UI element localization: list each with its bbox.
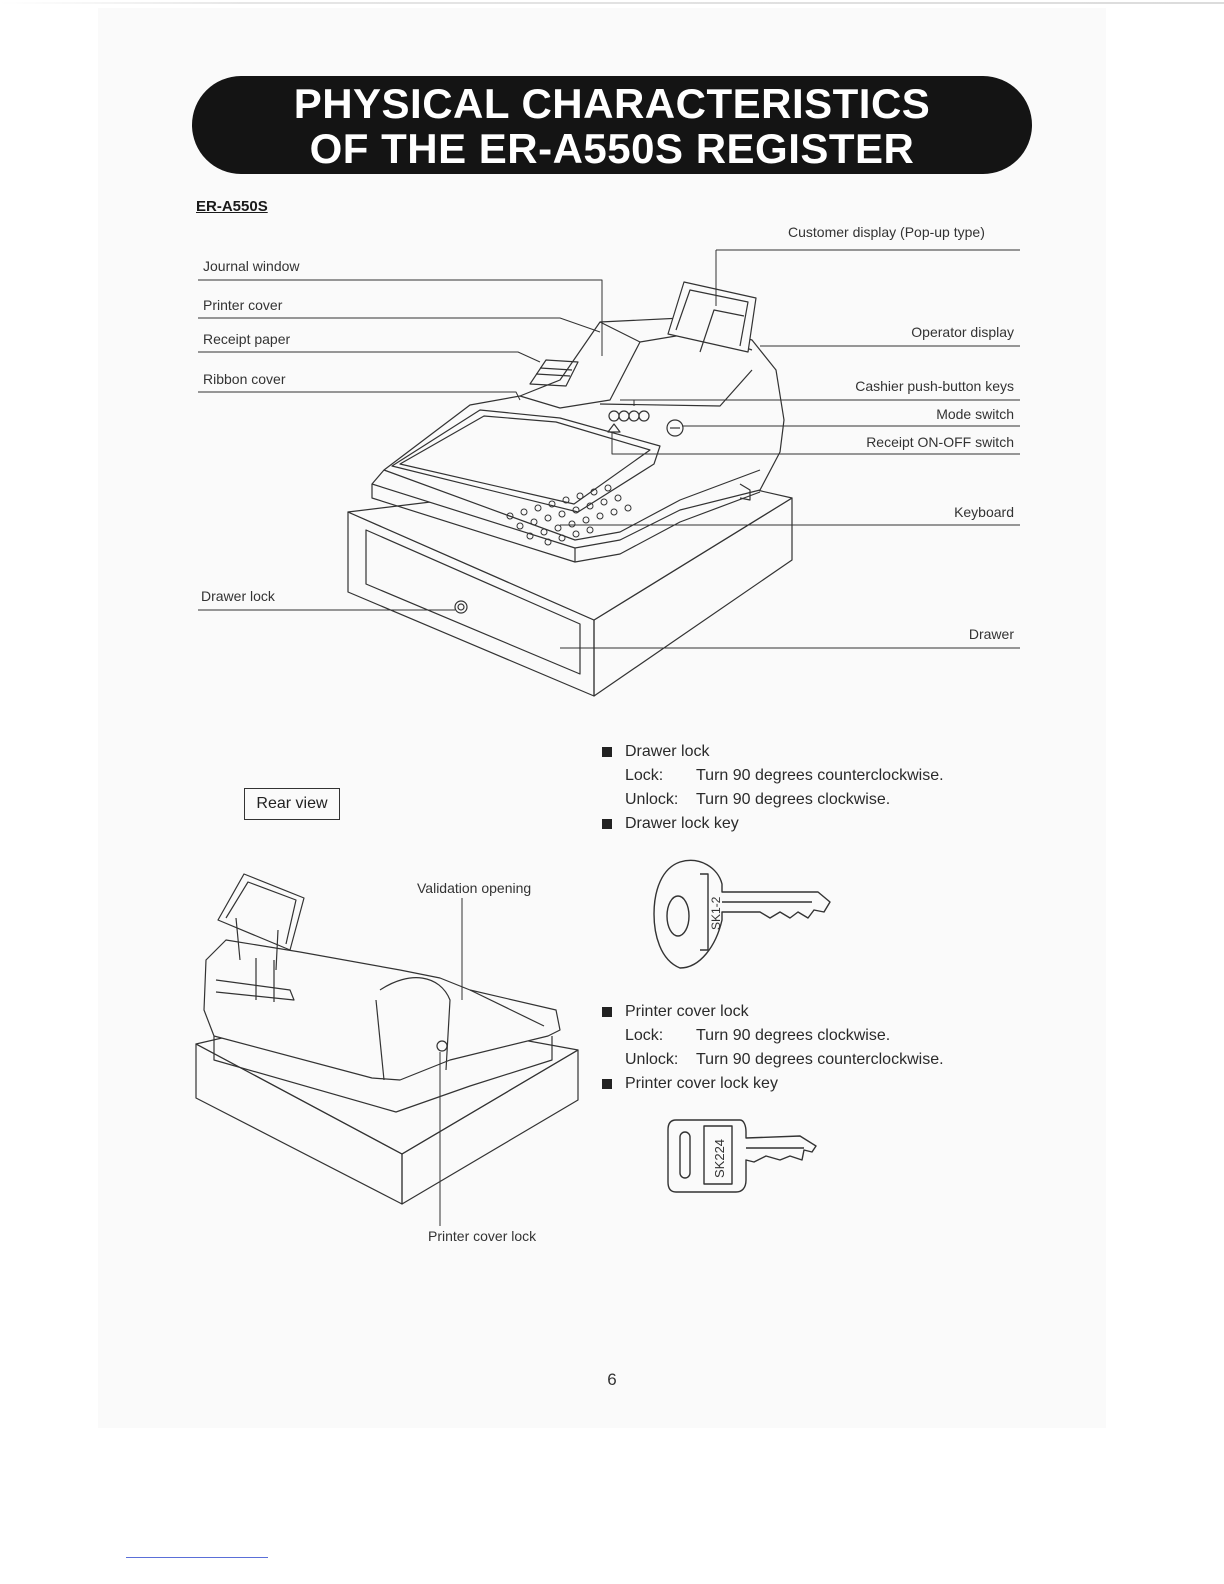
drawer-key-code: SK1-2 bbox=[709, 896, 723, 930]
printer-lock-key-heading: Printer cover lock key bbox=[625, 1075, 778, 1092]
label-mode-switch: Mode switch bbox=[936, 406, 1014, 422]
drawer-lock-heading: Drawer lock bbox=[625, 743, 710, 760]
label-receipt-switch: Receipt ON-OFF switch bbox=[866, 434, 1014, 450]
printer-key-code: SK224 bbox=[712, 1139, 727, 1178]
drawer-lock-lock-label: Lock: bbox=[625, 767, 664, 784]
keyboard-keys bbox=[506, 484, 632, 546]
rear-register-body bbox=[203, 939, 561, 1113]
model-heading: ER-A550S bbox=[196, 198, 268, 215]
label-validation-opening: Validation opening bbox=[417, 880, 532, 896]
printer-cover-lock-key bbox=[667, 1119, 817, 1193]
printer-lock-lock-label: Lock: bbox=[625, 1027, 664, 1044]
drawer-lock-lock-text: Turn 90 degrees counterclockwise. bbox=[696, 767, 944, 784]
bullet bbox=[602, 1079, 612, 1089]
bottom-link-underline[interactable] bbox=[126, 1557, 268, 1558]
label-printer-cover-lock: Printer cover lock bbox=[428, 1228, 537, 1244]
customer-display-popup bbox=[667, 281, 757, 353]
top-rule bbox=[0, 2, 1224, 4]
page-title-banner: PHYSICAL CHARACTERISTICS OF THE ER-A550S… bbox=[192, 76, 1032, 174]
printer-lock-lock-text: Turn 90 degrees clockwise. bbox=[696, 1027, 891, 1044]
drawer-lock-hole bbox=[454, 600, 468, 614]
rear-customer-display bbox=[217, 873, 305, 971]
label-receipt-paper: Receipt paper bbox=[203, 331, 291, 347]
cashier-keys bbox=[608, 410, 650, 422]
label-cashier-keys: Cashier push-button keys bbox=[855, 378, 1014, 394]
bullet bbox=[602, 819, 612, 829]
drawer-lock-key-heading: Drawer lock key bbox=[625, 815, 739, 832]
label-journal-window: Journal window bbox=[203, 258, 300, 274]
register-body bbox=[371, 317, 785, 563]
label-printer-cover: Printer cover bbox=[203, 297, 283, 313]
bullet bbox=[602, 747, 612, 757]
label-ribbon-cover: Ribbon cover bbox=[203, 371, 286, 387]
printer-lock-unlock-text: Turn 90 degrees counterclockwise. bbox=[696, 1051, 944, 1068]
mode-switch-knob bbox=[666, 419, 684, 437]
label-drawer-lock: Drawer lock bbox=[201, 588, 275, 604]
drawer-lock-unlock-label: Unlock: bbox=[625, 791, 679, 808]
printer-lock-unlock-label: Unlock: bbox=[625, 1051, 679, 1068]
printer-lock-heading: Printer cover lock bbox=[625, 1003, 749, 1020]
front-leader-lines bbox=[198, 249, 1020, 649]
title-line-2: OF THE ER-A550S REGISTER bbox=[309, 125, 915, 172]
label-drawer: Drawer bbox=[968, 626, 1014, 642]
label-customer-display: Customer display (Pop-up type) bbox=[788, 224, 985, 240]
drawer-lock-unlock-text: Turn 90 degrees clockwise. bbox=[696, 791, 891, 808]
drawer-lock-key bbox=[653, 859, 831, 969]
label-operator-display: Operator display bbox=[911, 324, 1014, 340]
page-sheet bbox=[98, 8, 1106, 1428]
title-line-1: PHYSICAL CHARACTERISTICS bbox=[293, 80, 931, 127]
label-keyboard: Keyboard bbox=[954, 504, 1014, 520]
bullet bbox=[602, 1007, 612, 1017]
rear-leader-lines bbox=[439, 898, 463, 1226]
rear-view-title: Rear view bbox=[244, 788, 340, 820]
printer-cover-lock-hole bbox=[436, 1040, 448, 1052]
page-number: 6 bbox=[607, 1370, 617, 1389]
